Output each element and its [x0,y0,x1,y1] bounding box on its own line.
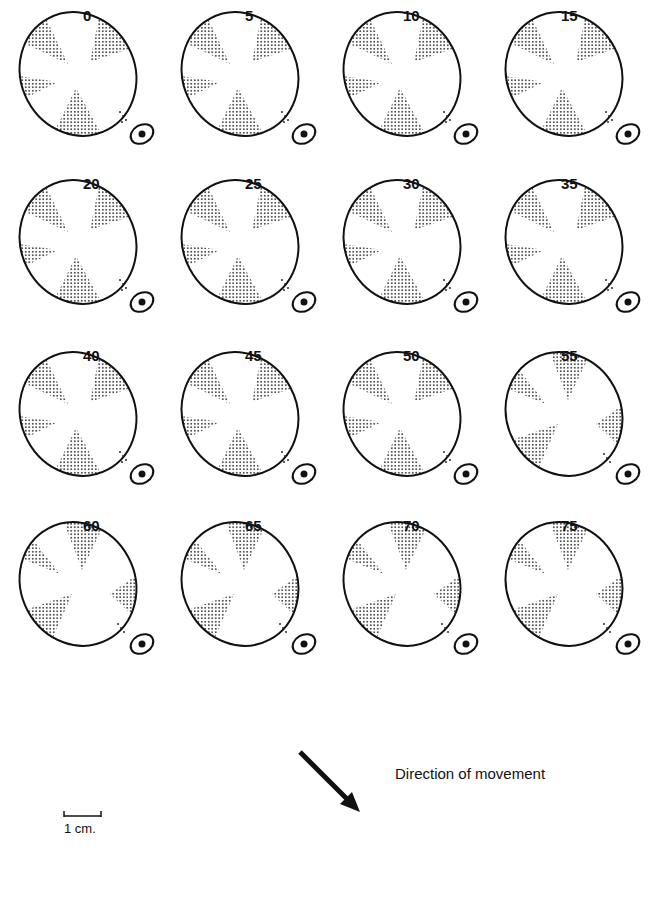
time-label: 55 [561,348,578,363]
time-label: 60 [83,518,100,533]
direction-arrow [300,752,360,812]
time-label: 65 [245,518,262,533]
time-label: 30 [403,176,420,191]
time-label: 5 [245,8,253,23]
scale-label: 1 cm. [64,822,96,835]
time-label: 10 [403,8,420,23]
time-label: 70 [403,518,420,533]
time-label: 50 [403,348,420,363]
cell-drawings [0,0,644,667]
scale-bar [64,811,101,817]
time-label: 45 [245,348,262,363]
time-label: 40 [83,348,100,363]
time-label: 15 [561,8,578,23]
time-label: 20 [83,176,100,191]
time-label: 35 [561,176,578,191]
direction-label: Direction of movement [395,766,545,781]
time-label: 25 [245,176,262,191]
time-label: 0 [83,8,91,23]
time-label: 75 [561,518,578,533]
